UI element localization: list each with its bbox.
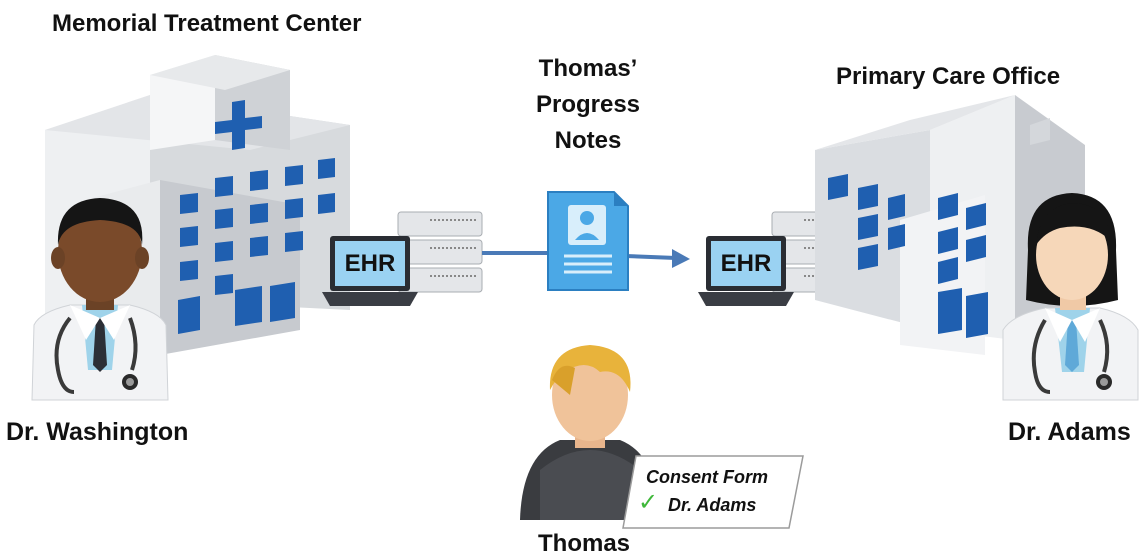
checkmark-icon: ✓ [638,489,659,516]
right-site-title: Primary Care Office [836,63,1061,90]
consent-form-card: Consent Form ✓ Dr. Adams [622,455,804,529]
left-building-windows [178,158,335,334]
left-doctor-name: Dr. Washington [6,418,189,446]
consent-form-title: Consent Form [646,467,769,487]
right-doctor-name: Dr. Adams [1008,418,1131,446]
document-title-line3: Notes [554,127,622,154]
medical-cross-icon [215,100,262,150]
consent-form-entry: Dr. Adams [668,495,757,515]
right-ehr-laptop [698,236,794,306]
right-ehr-label: EHR [720,250,772,277]
left-site-title: Memorial Treatment Center [52,10,362,37]
data-transfer-arrow [482,249,690,268]
left-ehr-laptop [322,236,418,306]
document-title-line2: Progress [535,91,641,118]
progress-notes-document-icon [547,191,629,291]
document-title-line1: Thomas’ [538,55,638,82]
patient-name: Thomas [538,530,631,557]
dr-adams-avatar [1002,193,1139,401]
left-server-stack [397,211,483,293]
right-building-windows [828,174,988,338]
left-ehr-label: EHR [344,250,396,277]
thomas-avatar [520,345,660,520]
dr-washington-avatar [31,198,169,401]
